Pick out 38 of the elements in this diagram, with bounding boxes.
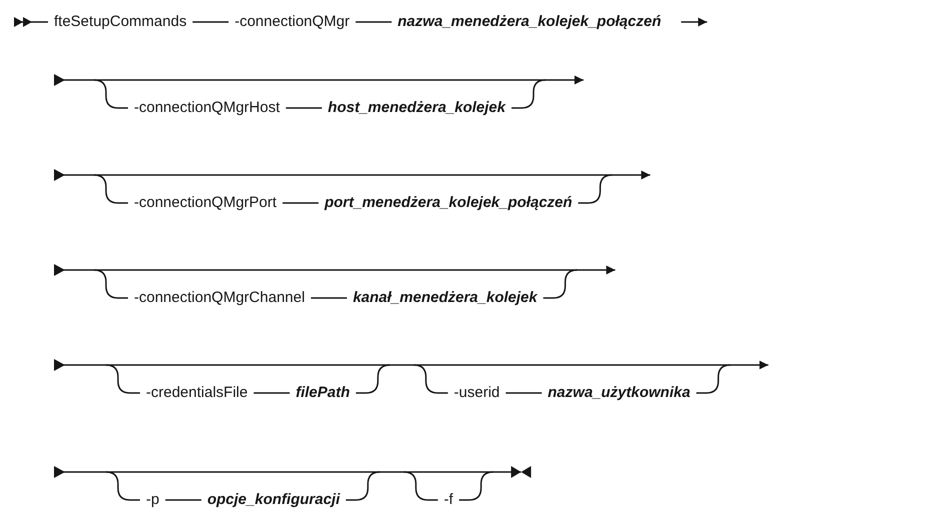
syntax-keyword: -connectionQMgrChannel (128, 288, 311, 308)
syntax-keyword: fteSetupCommands (48, 12, 193, 32)
syntax-keyword: -connectionQMgrPort (128, 193, 283, 213)
optional-branch (696, 364, 730, 394)
syntax-keyword: -connectionQMgr (228, 12, 356, 32)
optional-branch (106, 471, 140, 501)
syntax-variable: filePath (290, 383, 356, 403)
optional-branch (543, 269, 578, 299)
syntax-connector (192, 21, 229, 23)
optional-branch (459, 471, 494, 501)
syntax-connector (310, 297, 347, 299)
optional-branch (512, 79, 546, 109)
syntax-connector (356, 21, 392, 23)
syntax-connector (254, 392, 290, 394)
syntax-keyword: -connectionQMgrHost (128, 98, 286, 118)
syntax-keyword: -f (438, 490, 460, 510)
optional-branch (404, 471, 438, 501)
syntax-variable: opcje_konfiguracji (201, 490, 346, 510)
optional-branch (106, 364, 140, 394)
syntax-variable: host_menedżera_kolejek (322, 98, 512, 118)
syntax-connector (506, 392, 542, 394)
syntax-variable: nazwa_menedżera_kolejek_połączeń (392, 12, 668, 32)
optional-branch (414, 364, 448, 394)
syntax-variable: port_menedżera_kolejek_połączeń (318, 193, 578, 213)
optional-branch (94, 174, 128, 204)
optional-branch (578, 174, 612, 204)
syntax-keyword: -credentialsFile (140, 383, 254, 403)
optional-branch (346, 471, 380, 501)
syntax-keyword: -userid (448, 383, 506, 403)
syntax-connector (282, 202, 319, 204)
syntax-variable: kanał_menedżera_kolejek (346, 288, 544, 308)
syntax-keyword: -p (140, 490, 166, 510)
optional-branch (356, 364, 390, 394)
optional-branch (94, 269, 128, 299)
syntax-connector (165, 499, 202, 501)
syntax-connector (286, 107, 322, 109)
syntax-variable: nazwa_użytkownika (542, 383, 696, 403)
optional-branch (94, 79, 128, 109)
